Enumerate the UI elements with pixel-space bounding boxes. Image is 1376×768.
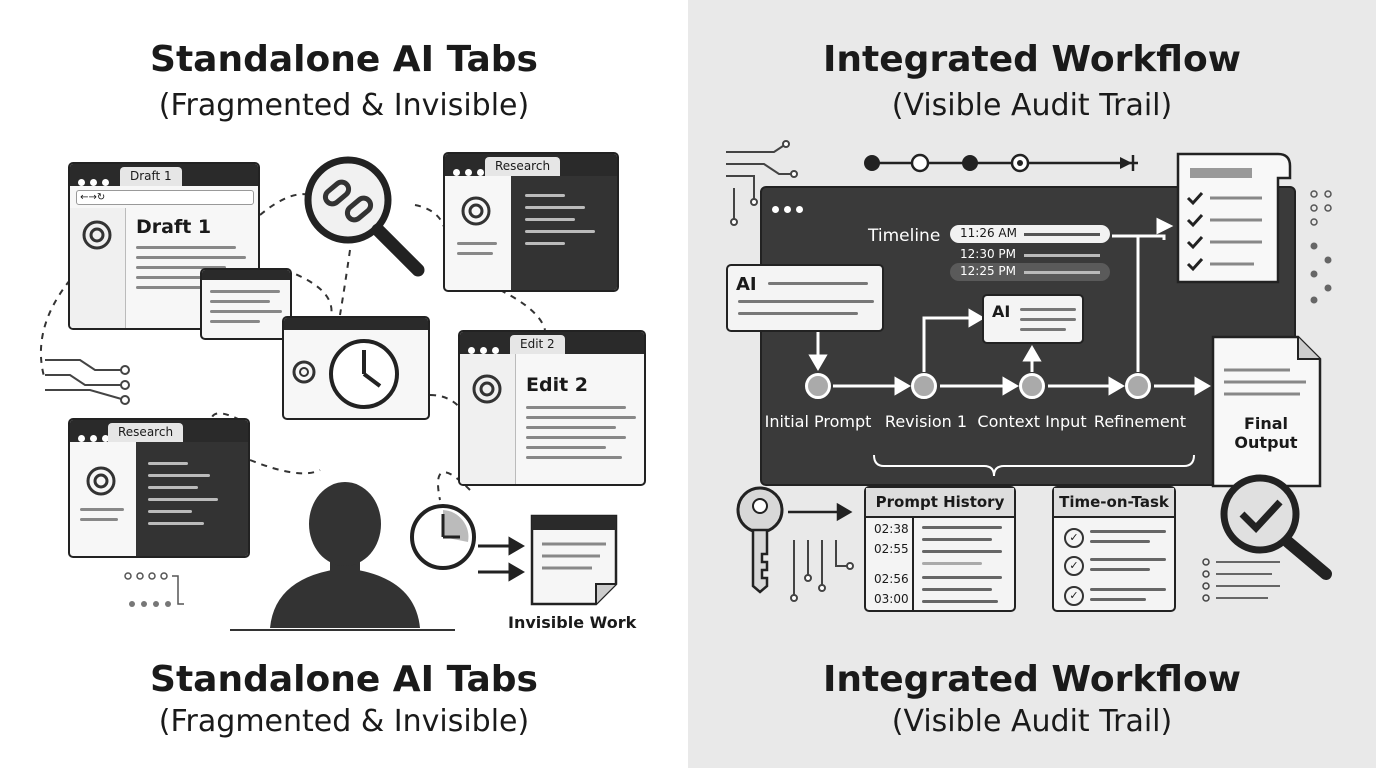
final-output-label: Final Output bbox=[1234, 414, 1298, 452]
draft-tab[interactable]: Draft 1 bbox=[120, 167, 182, 186]
time-on-task-card[interactable]: Time-on-Task ✓ ✓ ✓ bbox=[1052, 486, 1176, 612]
research-tab-bottom[interactable]: Research bbox=[108, 423, 184, 442]
ai-label: AI bbox=[736, 274, 757, 295]
step-refinement: Refinement bbox=[1093, 412, 1187, 431]
dots-decoration bbox=[1310, 190, 1332, 304]
research-tab-top[interactable]: Research bbox=[485, 157, 561, 176]
step-initial-prompt: Initial Prompt bbox=[764, 412, 872, 431]
time-on-task-title: Time-on-Task bbox=[1054, 488, 1174, 518]
magnifier-broken-link-icon bbox=[304, 156, 425, 277]
left-title-top: Standalone AI Tabs bbox=[150, 39, 538, 80]
left-subtitle-top: (Fragmented & Invisible) bbox=[158, 88, 530, 123]
key-icon bbox=[736, 486, 784, 594]
right-panel: Integrated Workflow (Visible Audit Trail… bbox=[688, 0, 1376, 768]
right-subtitle-top: (Visible Audit Trail) bbox=[891, 88, 1173, 123]
prompt-history-title: Prompt History bbox=[866, 488, 1014, 518]
ai-context-card[interactable]: AI bbox=[982, 294, 1084, 344]
step-revision: Revision 1 bbox=[884, 412, 968, 431]
openai-logo-icon bbox=[472, 374, 502, 404]
flow-connectors bbox=[788, 217, 1211, 522]
right-subtitle-bottom: (Visible Audit Trail) bbox=[891, 704, 1173, 739]
history-time-1: 02:38 bbox=[874, 522, 909, 536]
edit-tab[interactable]: Edit 2 bbox=[510, 335, 565, 354]
timeline-pill-1[interactable]: 11:26 AM bbox=[950, 225, 1110, 243]
arrows-icon bbox=[478, 536, 525, 582]
note-icon bbox=[530, 514, 618, 606]
checklist-icon bbox=[1176, 152, 1292, 284]
edit-heading: Edit 2 bbox=[526, 374, 589, 396]
prompt-history-card[interactable]: Prompt History 02:38 02:55 02:56 03:00 bbox=[864, 486, 1016, 612]
clock-icon bbox=[410, 504, 476, 570]
clock-window[interactable] bbox=[282, 316, 430, 420]
history-time-3: 02:56 bbox=[874, 572, 909, 586]
browser-nav-bar[interactable]: ←→↻ bbox=[76, 190, 254, 205]
history-time-2: 02:55 bbox=[874, 542, 909, 556]
ai-label-small: AI bbox=[992, 302, 1011, 321]
research-window-bottom[interactable]: Research bbox=[68, 418, 250, 558]
openai-logo-icon bbox=[82, 220, 112, 250]
openai-logo-icon bbox=[86, 466, 116, 496]
top-timeline bbox=[864, 153, 1138, 173]
draft-window[interactable]: Draft 1 ←→↻ Draft 1 bbox=[68, 162, 260, 330]
node-initial-prompt[interactable] bbox=[805, 373, 831, 399]
magnifier-check-icon bbox=[1220, 474, 1332, 580]
document-icon bbox=[1211, 335, 1322, 488]
circuit-decoration bbox=[790, 540, 854, 602]
openai-logo-icon bbox=[292, 360, 316, 384]
circuit-decoration bbox=[726, 140, 798, 226]
timeline-pill-2[interactable]: 12:30 PM bbox=[950, 246, 1110, 264]
small-window[interactable] bbox=[200, 268, 292, 340]
timeline-label: Timeline bbox=[868, 226, 941, 246]
node-revision[interactable] bbox=[911, 373, 937, 399]
openai-logo-icon bbox=[461, 196, 491, 226]
node-refinement[interactable] bbox=[1125, 373, 1151, 399]
node-context-input[interactable] bbox=[1019, 373, 1045, 399]
list-decoration bbox=[1202, 558, 1280, 602]
history-time-4: 03:00 bbox=[874, 592, 909, 606]
person-icon bbox=[230, 482, 455, 631]
invisible-work-label: Invisible Work bbox=[508, 613, 637, 632]
circuit-decoration bbox=[45, 359, 130, 405]
research-window-top[interactable]: Research bbox=[443, 152, 619, 292]
draft-heading: Draft 1 bbox=[136, 216, 212, 238]
left-panel: Standalone AI Tabs (Fragmented & Invisib… bbox=[39, 39, 646, 739]
edit-window[interactable]: Edit 2 Edit 2 bbox=[458, 330, 646, 486]
left-title-bottom: Standalone AI Tabs bbox=[150, 659, 538, 700]
left-subtitle-bottom: (Fragmented & Invisible) bbox=[158, 704, 530, 739]
step-context-input: Context Input bbox=[977, 412, 1087, 431]
right-title-bottom: Integrated Workflow bbox=[823, 659, 1241, 700]
clock-icon bbox=[329, 339, 399, 409]
timeline-pill-3[interactable]: 12:25 PM bbox=[950, 263, 1110, 281]
dots-decoration bbox=[124, 572, 184, 607]
right-title-top: Integrated Workflow bbox=[823, 39, 1241, 80]
ai-prompt-card[interactable]: AI bbox=[726, 264, 884, 332]
